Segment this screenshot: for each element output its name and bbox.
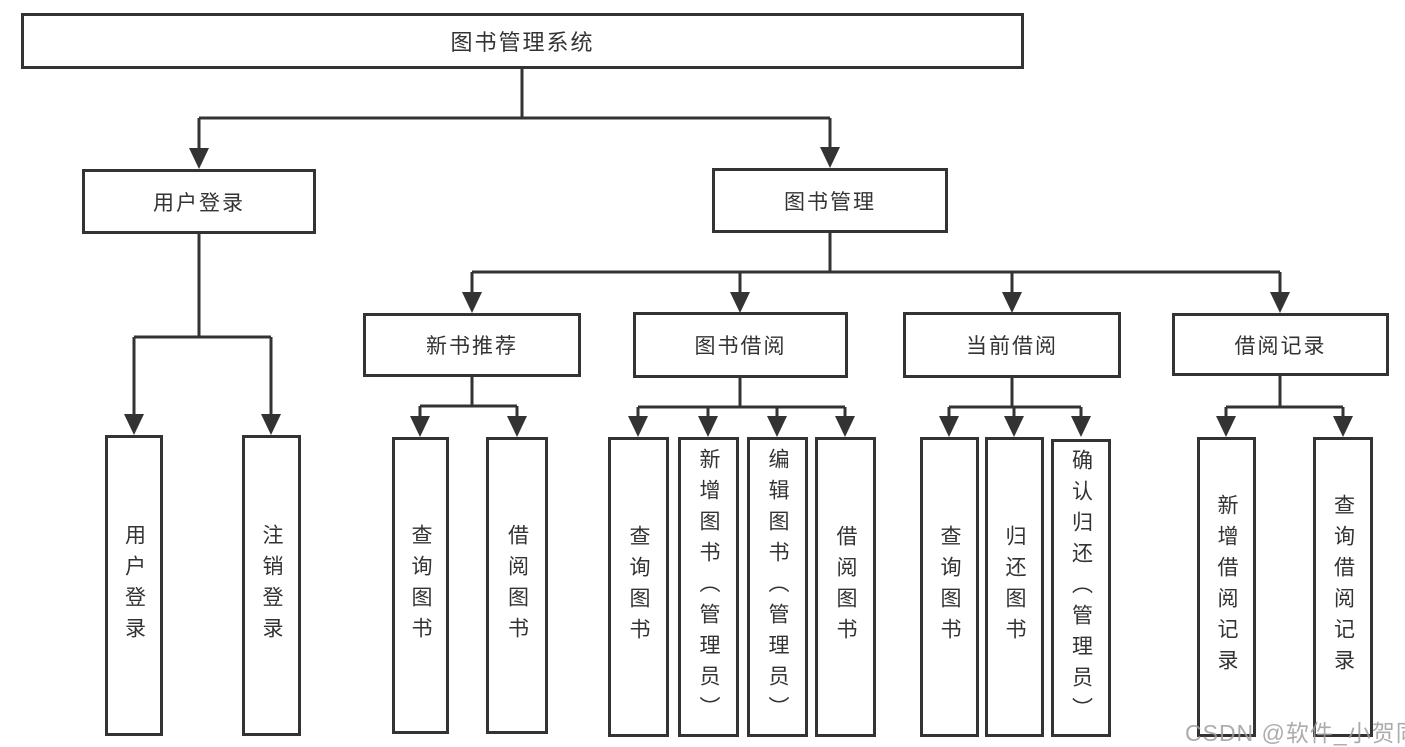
node-borrow-records: 借阅记录 xyxy=(1172,313,1389,376)
arrow-down-icon xyxy=(410,416,430,437)
leaf-logout: 注销登录 xyxy=(242,435,301,736)
node-current-borrowing: 当前借阅 xyxy=(903,312,1121,378)
arrow-down-icon xyxy=(1216,416,1236,437)
arrow-down-icon xyxy=(1071,416,1091,437)
leaf-borrowing-edit-books-admin: 编辑图书（管理员） xyxy=(747,437,808,737)
arrow-down-icon xyxy=(835,416,855,437)
node-user-login: 用户登录 xyxy=(82,169,316,234)
arrow-down-icon xyxy=(1270,292,1290,313)
node-book-management: 图书管理 xyxy=(712,168,948,233)
arrow-down-icon xyxy=(939,416,959,437)
arrow-down-icon xyxy=(698,416,718,437)
leaf-current-return-books: 归还图书 xyxy=(985,437,1044,737)
arrow-down-icon xyxy=(767,416,787,437)
leaf-borrowing-query-books: 查询图书 xyxy=(608,437,669,737)
arrow-down-icon xyxy=(507,416,527,437)
node-new-book-recommend: 新书推荐 xyxy=(363,313,581,377)
arrow-down-icon xyxy=(1004,416,1024,437)
leaf-user-login: 用户登录 xyxy=(105,435,163,736)
arrow-down-icon xyxy=(730,292,750,313)
leaf-newbook-borrow-books: 借阅图书 xyxy=(486,437,548,734)
leaf-newbook-query-books: 查询图书 xyxy=(392,437,449,734)
arrow-down-icon xyxy=(820,147,840,168)
node-library-system: 图书管理系统 xyxy=(21,13,1024,69)
arrow-down-icon xyxy=(462,292,482,313)
arrow-down-icon xyxy=(628,416,648,437)
leaf-borrowing-borrow-books: 借阅图书 xyxy=(815,437,876,737)
arrow-down-icon xyxy=(124,414,144,435)
arrow-down-icon xyxy=(261,414,281,435)
leaf-current-confirm-return-admin: 确认归还（管理员） xyxy=(1051,439,1111,737)
leaf-current-query-books: 查询图书 xyxy=(920,437,979,737)
leaf-records-query-record: 查询借阅记录 xyxy=(1313,437,1373,737)
csdn-watermark: CSDN @软件_小贺同学 xyxy=(1185,720,1405,746)
arrow-down-icon xyxy=(189,148,209,169)
leaf-borrowing-add-books-admin: 新增图书（管理员） xyxy=(678,437,739,737)
arrow-down-icon xyxy=(1002,292,1022,313)
leaf-records-add-record: 新增借阅记录 xyxy=(1197,437,1256,737)
node-book-borrowing: 图书借阅 xyxy=(633,312,848,378)
arrow-down-icon xyxy=(1333,416,1353,437)
connector-line xyxy=(132,68,1345,419)
